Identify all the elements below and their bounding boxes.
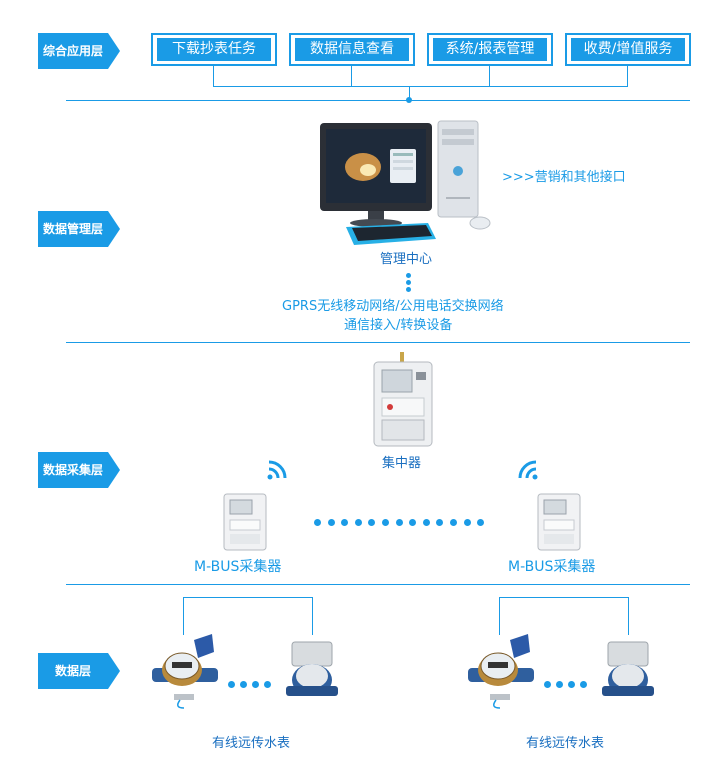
- remote-meter-icon: [286, 641, 338, 696]
- connector: [499, 597, 500, 635]
- layer-label-arrow: [108, 452, 120, 488]
- layer-label-arrow: [108, 33, 120, 69]
- connector: [627, 66, 628, 86]
- connector-dot: [450, 519, 457, 526]
- wifi-icon: [267, 460, 287, 480]
- connector: [213, 86, 628, 87]
- layer-label-arrow: [108, 211, 120, 247]
- connector-dot: [436, 519, 444, 526]
- collector-right-icon: [537, 493, 581, 551]
- layer-label-app-text: 综合应用层: [38, 33, 108, 69]
- connector-dot: [477, 519, 485, 526]
- connector-dot: [341, 519, 349, 526]
- app-button-label: 系统/报表管理: [433, 38, 547, 61]
- app-button-system-report[interactable]: 系统/报表管理: [427, 33, 553, 66]
- meter-left-label: 有线远传水表: [212, 736, 291, 751]
- connector: [213, 66, 214, 86]
- app-button-billing[interactable]: 收费/增值服务: [565, 33, 691, 66]
- network-label-line2: 通信接入/转换设备: [344, 318, 453, 333]
- connector-dot: [368, 519, 376, 526]
- concentrator-label: 集中器: [382, 456, 422, 471]
- collector-left-label: M-BUS采集器: [194, 559, 282, 575]
- connector: [489, 66, 490, 86]
- app-button-data-view[interactable]: 数据信息查看: [289, 33, 415, 66]
- connector-dot: [327, 519, 335, 526]
- connector: [183, 597, 184, 635]
- connector-dot: [240, 681, 247, 688]
- connector-dot: [228, 681, 235, 688]
- layer-label-management: 数据管理层: [38, 211, 122, 247]
- connector-dot: [556, 681, 563, 688]
- connector-dot: [568, 681, 575, 688]
- connector: [351, 66, 352, 86]
- layer-label-app: 综合应用层: [38, 33, 122, 69]
- connector-dot: [422, 519, 430, 526]
- connector: [628, 597, 629, 635]
- connector-dot: [264, 681, 271, 688]
- separator-line: [66, 584, 690, 585]
- connector-dot: [463, 519, 471, 526]
- computer-icon: [320, 120, 491, 245]
- concentrator-icon: [373, 352, 433, 447]
- layer-label-data: 数据层: [38, 653, 122, 689]
- layer-label-collection: 数据采集层: [38, 452, 122, 488]
- connector-dot: [252, 681, 259, 688]
- connector-dot: [406, 273, 411, 278]
- connector: [499, 597, 629, 598]
- app-button-download-task[interactable]: 下载抄表任务: [151, 33, 277, 66]
- collector-left-icon: [223, 493, 267, 551]
- management-center-label: 管理中心: [380, 252, 433, 267]
- connector-dot: [395, 519, 403, 526]
- collector-right-label: M-BUS采集器: [508, 559, 596, 575]
- connector-dot: [382, 519, 389, 526]
- app-button-label: 数据信息查看: [295, 38, 409, 61]
- remote-meter-icon: [602, 641, 654, 696]
- wifi-icon: [518, 460, 538, 480]
- connector-dot: [314, 519, 321, 526]
- app-button-label: 收费/增值服务: [571, 38, 685, 61]
- connector-dot: [406, 287, 411, 292]
- separator-line: [66, 342, 690, 343]
- connector-dot: [580, 681, 587, 688]
- connector-dot: [409, 519, 417, 526]
- layer-label-arrow: [108, 653, 120, 689]
- layer-label-management-text: 数据管理层: [38, 211, 108, 247]
- connector-dot: [406, 280, 411, 285]
- interface-text: >>>营销和其他接口: [502, 170, 626, 185]
- connector-dot: [544, 681, 551, 688]
- connector: [409, 86, 410, 100]
- water-meter-icon: [152, 634, 218, 709]
- app-button-label: 下载抄表任务: [157, 38, 271, 61]
- layer-label-data-text: 数据层: [38, 653, 108, 689]
- connector: [312, 597, 313, 635]
- connector-dot: [354, 519, 362, 526]
- network-label-line1: GPRS无线移动网络/公用电话交换网络: [282, 299, 504, 314]
- separator-line: [66, 100, 690, 101]
- connector: [183, 597, 313, 598]
- meter-right-label: 有线远传水表: [526, 736, 605, 751]
- water-meter-icon: [468, 634, 534, 709]
- layer-label-collection-text: 数据采集层: [38, 452, 108, 488]
